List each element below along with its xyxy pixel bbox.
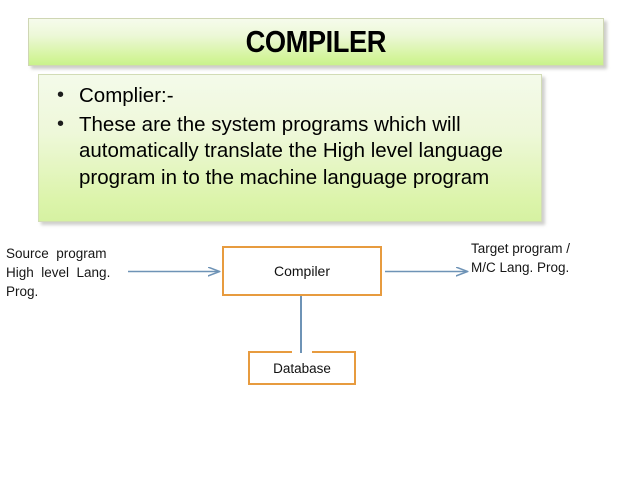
slide-body-box: Complier:- These are the system programs… (38, 74, 542, 222)
output-label-line-1: Target program / (471, 241, 571, 256)
output-label-line-2: M/C Lang. Prog. (471, 260, 570, 276)
compiler-box-label: Compiler (273, 263, 330, 279)
page-title: COMPILER (245, 24, 387, 59)
compiler-flow-diagram: Source program High level Lang. Prog. Ta… (0, 228, 638, 398)
bullet-list: Complier:- These are the system programs… (49, 82, 531, 192)
output-label: Target program / M/C Lang. Prog. (471, 239, 631, 277)
database-box: Database (248, 351, 356, 385)
input-label-line-3: Prog. (6, 284, 39, 300)
vertical-connector-line (300, 296, 302, 353)
list-item: These are the system programs which will… (49, 111, 531, 192)
input-label-line-1: Source program (6, 246, 107, 261)
database-box-label: Database (273, 360, 331, 376)
list-item: Complier:- (49, 82, 531, 110)
slide-title-banner: COMPILER (28, 18, 604, 66)
compiler-process-box: Compiler (222, 246, 382, 296)
input-label: Source program High level Lang. Prog. (6, 244, 136, 301)
input-label-line-2: High level Lang. (6, 265, 111, 281)
